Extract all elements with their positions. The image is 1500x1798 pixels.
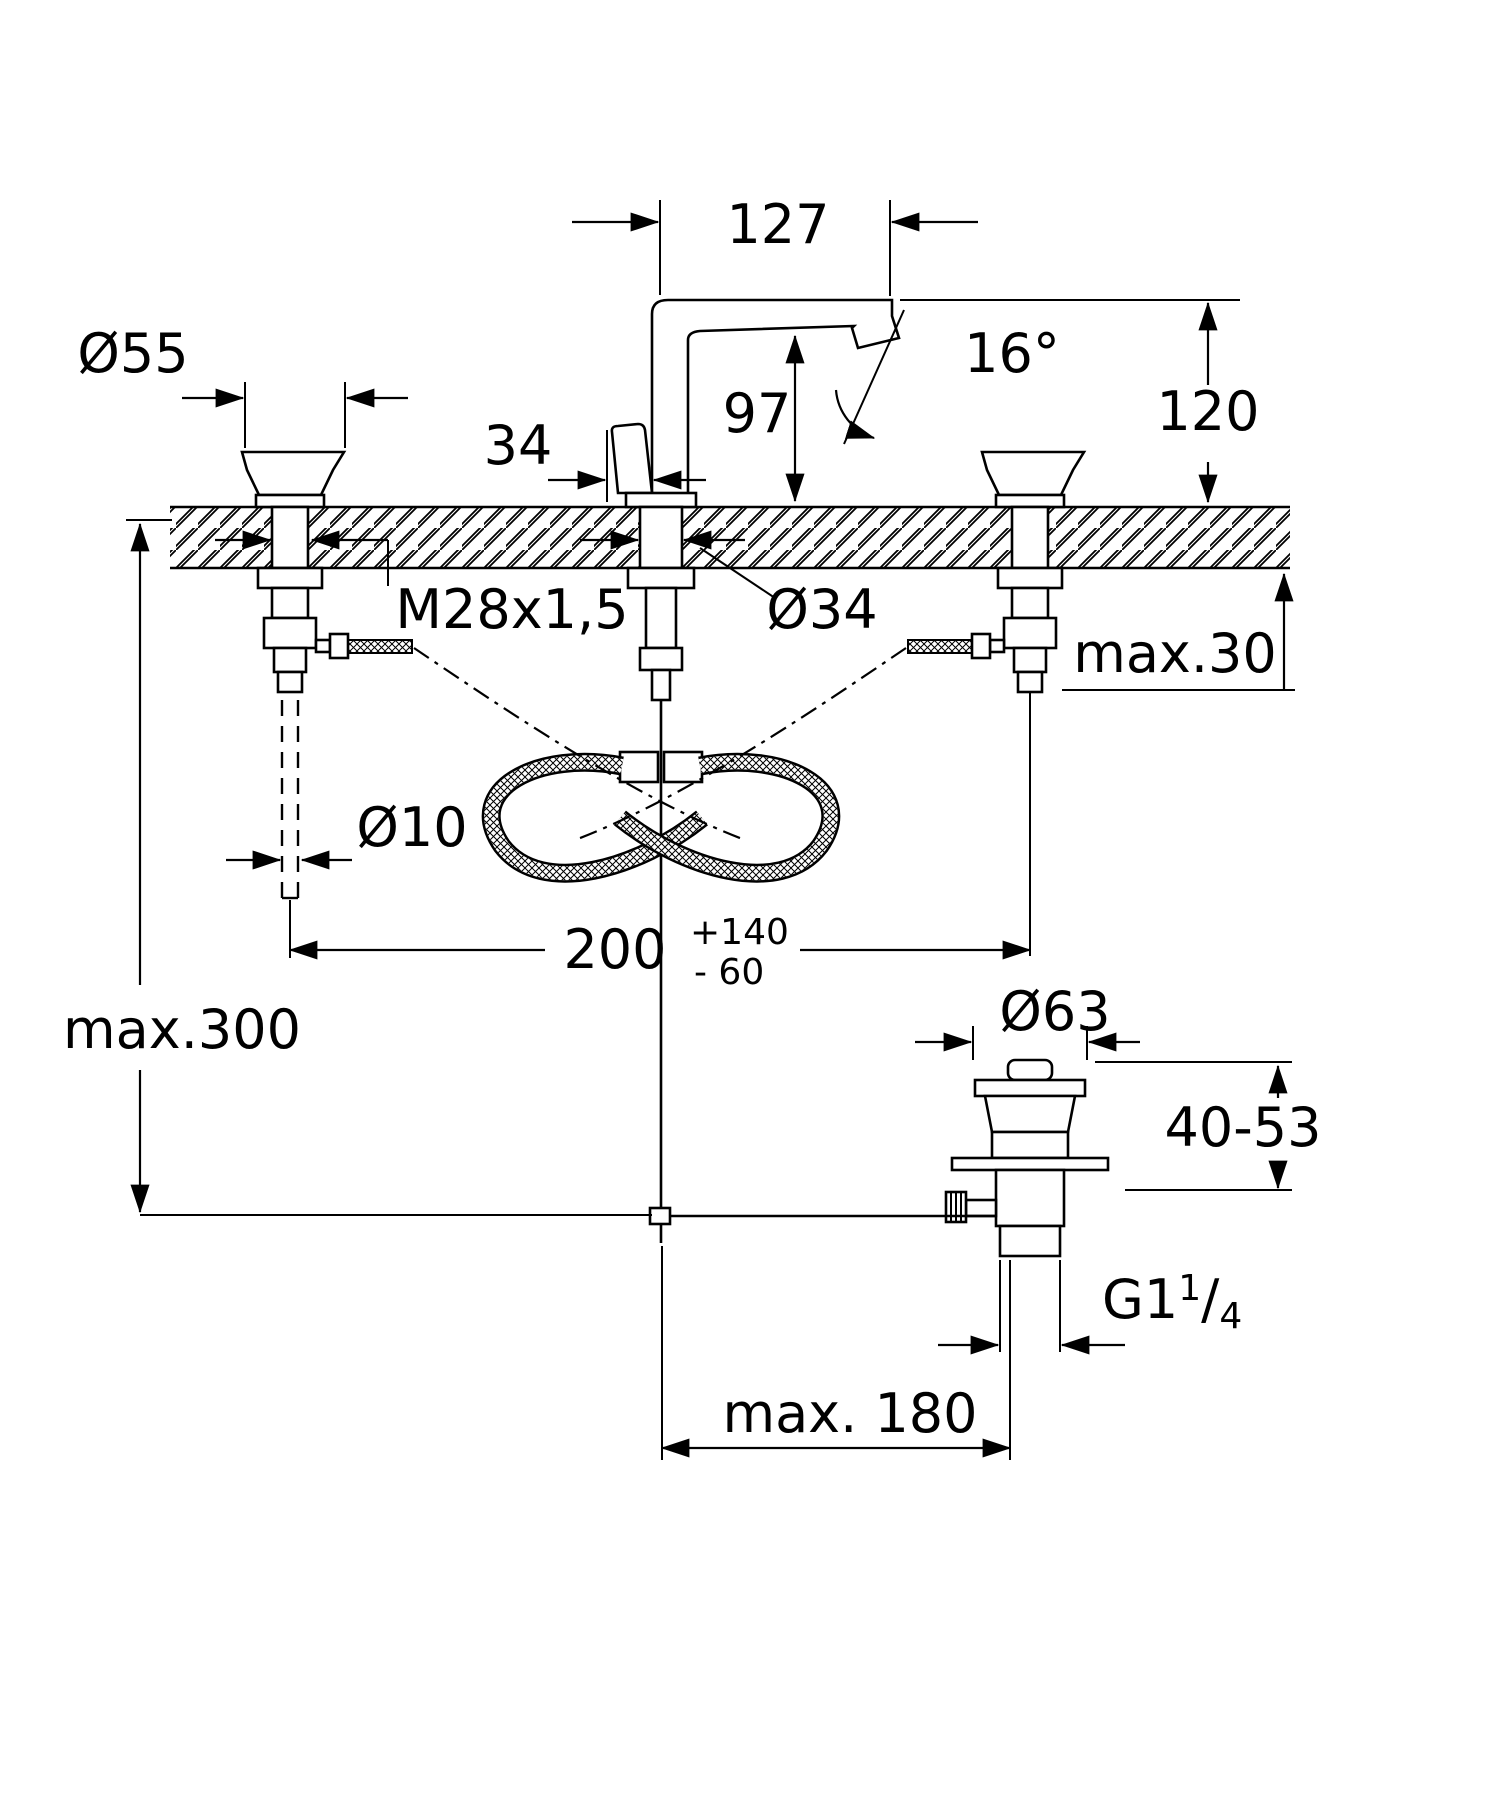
dim-97-label: 97 — [723, 382, 792, 445]
right-escutcheon — [994, 493, 1066, 509]
center-body — [644, 586, 678, 650]
dim-max30-label: max.30 — [1073, 622, 1277, 685]
dim-max180-label: max. 180 — [722, 1382, 977, 1445]
dim-127-label: 127 — [726, 193, 829, 256]
waste-body — [994, 1168, 1066, 1228]
dim-120-label: 120 — [1156, 380, 1259, 443]
waste-flange — [973, 1078, 1087, 1098]
dim-d34-label: Ø34 — [766, 578, 877, 641]
hose-route-right — [574, 647, 907, 842]
left-shank — [270, 505, 310, 570]
right-port — [988, 638, 1006, 654]
left-port — [314, 638, 332, 654]
left-hose-stub — [347, 639, 413, 654]
left-outlet — [276, 670, 304, 694]
right-hose-stub — [907, 639, 973, 654]
dim-g114-label: G11/4 — [1102, 1268, 1242, 1337]
dim-200-tol-minus: - 60 — [694, 952, 764, 993]
rod-clamp — [648, 1206, 672, 1226]
center-shank — [638, 505, 684, 570]
center-escutcheon — [624, 491, 698, 509]
left-escutcheon — [254, 493, 326, 509]
right-handle — [980, 450, 1087, 497]
waste-plug-knob — [1006, 1058, 1054, 1082]
hose-nut-right — [662, 750, 704, 784]
center-locknut — [626, 566, 696, 590]
right-shank — [1010, 505, 1050, 570]
flex-hose-left — [484, 755, 707, 881]
right-outlet — [1016, 670, 1044, 694]
center-nut — [638, 646, 684, 672]
right-port-nut — [970, 632, 992, 660]
dim-d63-label: Ø63 — [999, 980, 1110, 1043]
waste-deck-flange — [950, 1156, 1110, 1172]
dim-d55-label: Ø55 — [77, 322, 188, 385]
left-body — [270, 586, 310, 620]
dimension-labels: 127 Ø55 16° 120 97 34 M28x1,5 Ø34 max.30… — [63, 193, 1321, 1445]
dim-16deg-label: 16° — [964, 322, 1060, 385]
left-valve — [240, 450, 413, 900]
right-outlet-nut — [1012, 646, 1048, 674]
waste-barrel — [990, 1130, 1070, 1160]
dim-m28-label: M28x1,5 — [395, 578, 628, 641]
right-locknut — [996, 566, 1064, 590]
flex-hose-right — [615, 755, 838, 881]
left-locknut — [256, 566, 324, 590]
left-outlet-nut — [272, 646, 308, 674]
dim-4053-label: 40-53 — [1165, 1096, 1322, 1159]
center-lever — [610, 422, 654, 495]
pop-up-waste — [648, 1058, 1110, 1258]
right-hex — [1002, 616, 1058, 650]
dim-max300-label: max.300 — [63, 998, 301, 1061]
hose-route-left — [413, 647, 746, 842]
left-handle — [240, 450, 347, 497]
left-hex — [262, 616, 318, 650]
right-valve — [907, 450, 1087, 956]
dim-d10-label: Ø10 — [356, 796, 467, 859]
dim-34-label: 34 — [484, 414, 553, 477]
hose-nut-left — [618, 750, 660, 784]
waste-lever-stub — [964, 1198, 998, 1218]
waste-taper — [983, 1094, 1077, 1134]
center-outlet — [650, 668, 672, 702]
waste-tailpiece — [998, 1224, 1062, 1258]
dim-200-label: 200 — [563, 918, 666, 981]
dim-200-tol-plus: +140 — [690, 912, 789, 953]
left-port-nut — [328, 632, 350, 660]
countertop — [170, 505, 1290, 570]
right-body — [1010, 586, 1050, 620]
dimension-lines — [126, 200, 1295, 1460]
flex-hoses — [413, 647, 907, 883]
